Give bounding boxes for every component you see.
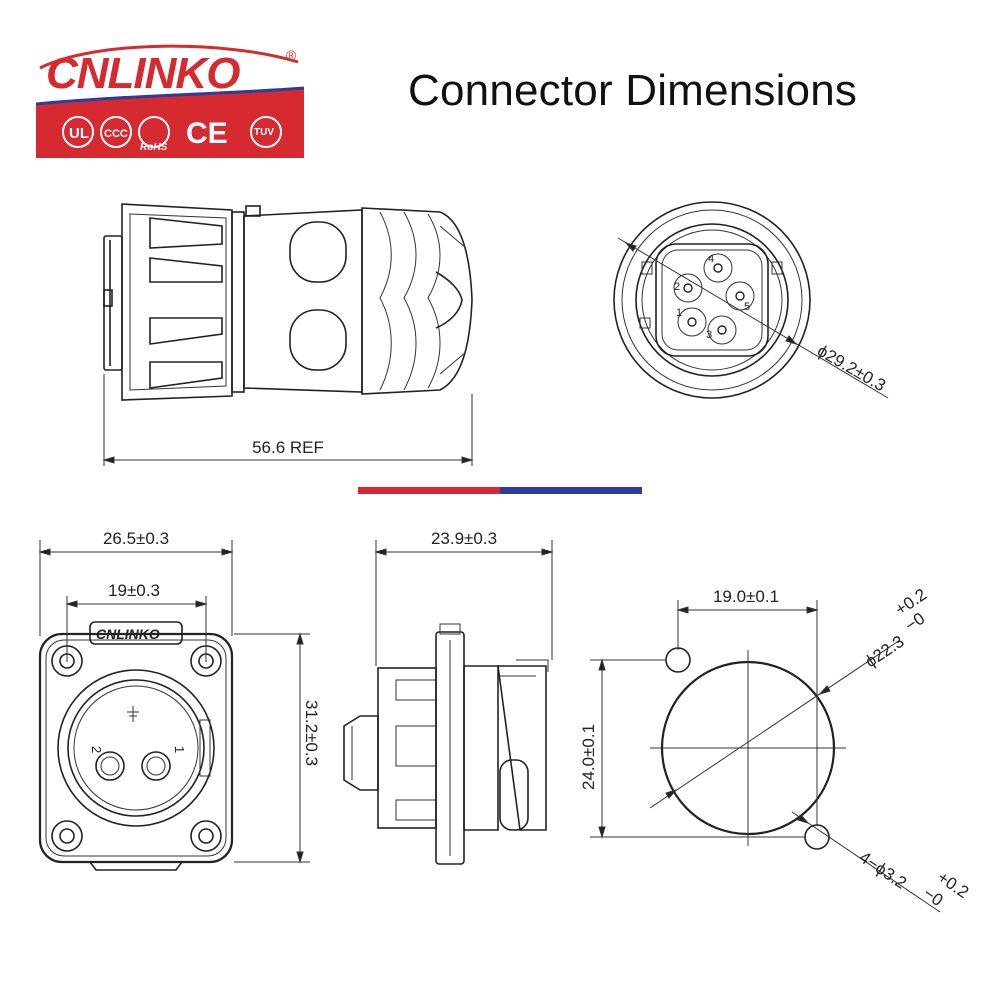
dim-front-diameter xyxy=(617,237,889,399)
flange-pin-label-1: 1 xyxy=(172,746,187,753)
page-title: Connector Dimensions xyxy=(408,66,858,115)
dim-flange-side-width xyxy=(374,540,554,666)
flange-width-label: 26.5±0.3 xyxy=(103,529,169,548)
cutout-diameter-label: ϕ22.3 xyxy=(862,632,908,672)
flange-hole-spacing-label: 19±0.3 xyxy=(108,581,160,600)
front-diameter-label: ϕ29.2±0.3 xyxy=(814,341,889,395)
brand-name: CNLINKO xyxy=(46,49,240,98)
cert-rohs: RoHS xyxy=(140,142,168,153)
cert-ul: UL xyxy=(69,125,89,142)
flange-logo-text: CNLINKO xyxy=(96,626,160,642)
flange-side-view xyxy=(343,623,549,865)
dim-side-length xyxy=(102,374,474,466)
separator-blue xyxy=(500,487,642,494)
front-pin-4: 4 xyxy=(708,253,714,265)
dim-flange-width xyxy=(38,540,234,636)
cutout-hole-x-label: 19.0±0.1 xyxy=(713,587,779,606)
dim-cutout-hole-x xyxy=(676,600,819,826)
flange-side-width-label: 23.9±0.3 xyxy=(431,529,497,548)
front-pin-5: 5 xyxy=(744,301,750,313)
cutout-hole-y-label: 24.0±0.1 xyxy=(579,724,598,790)
cert-ce: CE xyxy=(186,117,228,150)
side-length-label: 56.6 REF xyxy=(252,438,324,457)
brand-logo: CNLINKO ® UL CCC RoHS CE TUV xyxy=(35,34,305,158)
dim-mount-hole xyxy=(791,811,941,913)
dim-cutout-diameter xyxy=(649,639,901,809)
mount-hole-label: 4−ϕ3.2 xyxy=(856,848,910,893)
flange-front-view xyxy=(38,621,234,871)
front-pin-3: 3 xyxy=(706,329,712,341)
dim-cutout-hole-y xyxy=(590,658,805,839)
flange-pin-label-2: 2 xyxy=(89,746,104,753)
front-pin-2: 2 xyxy=(674,281,680,293)
cert-ccc: CCC xyxy=(104,128,128,140)
side-view xyxy=(103,203,473,401)
separator-red xyxy=(358,487,500,494)
registered-mark: ® xyxy=(286,47,297,63)
dim-flange-height xyxy=(234,632,310,864)
flange-height-label: 31.2±0.3 xyxy=(302,700,321,766)
front-view xyxy=(613,201,811,399)
dim-flange-hole-spacing xyxy=(65,596,208,662)
front-pin-1: 1 xyxy=(676,307,682,319)
cert-tuv: TUV xyxy=(254,127,274,138)
